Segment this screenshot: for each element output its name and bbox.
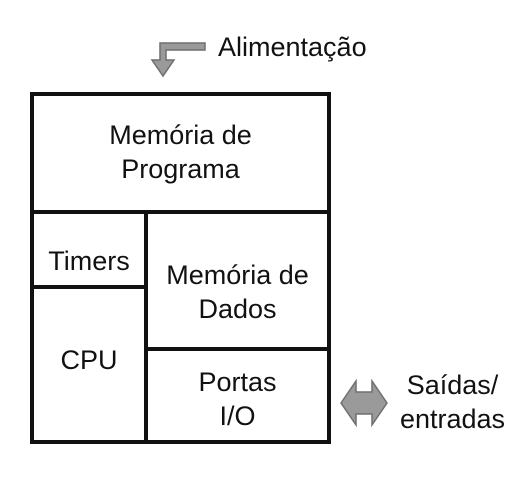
- chip-outline: [30, 92, 331, 444]
- power-arrow-icon: [150, 42, 206, 78]
- program-memory-line2: Programa: [121, 154, 240, 184]
- io-ports-line2: I/O: [219, 401, 256, 431]
- data-memory-block: Memória de Dados: [148, 258, 327, 326]
- io-ports-block: Portas I/O: [148, 365, 327, 433]
- io-label-line2: entradas: [399, 404, 506, 434]
- io-ports-line1: Portas: [198, 367, 277, 397]
- timers-block: Timers: [48, 246, 130, 276]
- program-memory-line1: Memória de: [109, 120, 252, 150]
- io-label: Saídas/ entradas: [390, 368, 515, 436]
- data-memory-line2: Dados: [198, 294, 277, 324]
- data-memory-line1: Memória de: [166, 260, 309, 290]
- power-label: Alimentação: [218, 32, 367, 62]
- power-arrow-shape: [150, 42, 206, 78]
- io-double-arrow-icon: [340, 378, 388, 428]
- io-arrow-shape: [340, 378, 388, 428]
- io-label-line1: Saídas/: [406, 370, 499, 400]
- cpu-block: CPU: [60, 345, 118, 375]
- program-memory-block: Memória de Programa: [34, 118, 327, 186]
